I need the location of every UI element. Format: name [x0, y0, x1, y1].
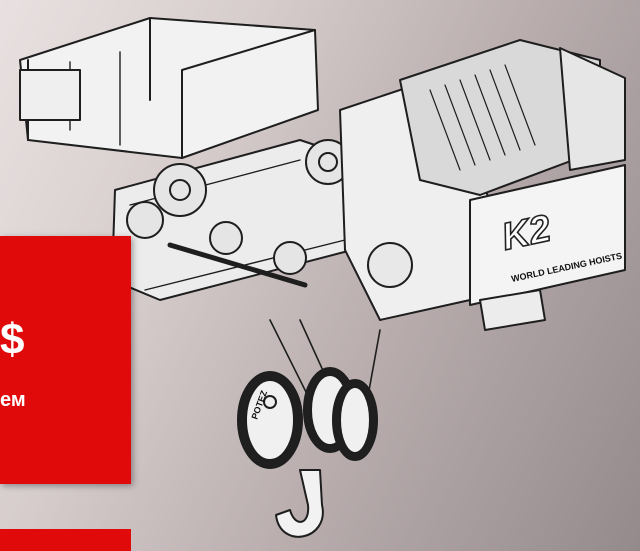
- promo-banner-secondary[interactable]: [0, 529, 131, 551]
- promo-text-fragment: ем: [0, 389, 26, 411]
- promo-banner[interactable]: $ ем: [0, 236, 131, 484]
- dollar-symbol: $: [0, 315, 25, 364]
